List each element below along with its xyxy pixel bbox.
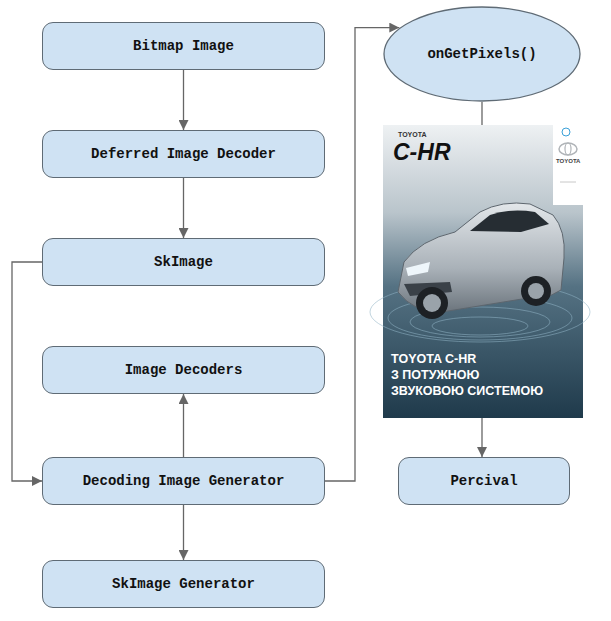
flow-arrow: [183, 70, 184, 130]
node-label: SkImage: [154, 254, 213, 270]
flow-arrow: [183, 394, 184, 457]
node-label: Bitmap Image: [133, 38, 234, 54]
process-box: Percival: [398, 457, 570, 505]
process-box: SkImage: [42, 238, 325, 286]
car-picture: [398, 203, 564, 319]
node-label: Image Decoders: [125, 362, 243, 378]
node-label: Decoding Image Generator: [83, 473, 285, 489]
function-ellipse: onGetPixels(): [383, 6, 581, 102]
ad-slogan: ЗВУКОВОЮ СИСТЕМОЮ: [391, 384, 543, 398]
ad-banner: [370, 125, 590, 418]
node-label: onGetPixels(): [427, 46, 536, 62]
model-name: C-HR: [393, 139, 451, 166]
ad-slogan: TOYOTA C-HR: [391, 352, 476, 366]
process-box: Bitmap Image: [42, 22, 325, 70]
process-box: Image Decoders: [42, 346, 325, 394]
process-box: Decoding Image Generator: [42, 457, 325, 505]
flow-arrow: [12, 262, 42, 481]
node-label: SkImage Generator: [112, 576, 255, 592]
ellipse-shape: [384, 7, 580, 101]
ad-slogan: З ПОТУЖНОЮ: [391, 368, 479, 382]
node-label: Percival: [450, 473, 517, 489]
logo-text: TOYOTA: [556, 158, 580, 164]
process-box: Deferred Image Decoder: [42, 130, 325, 178]
process-box: SkImage Generator: [42, 560, 325, 608]
flow-arrow: [183, 178, 184, 238]
node-label: Deferred Image Decoder: [91, 146, 276, 162]
flow-arrow: [183, 505, 184, 560]
brand-name: TOYOTA: [398, 131, 427, 138]
brand-panel: [553, 125, 583, 205]
